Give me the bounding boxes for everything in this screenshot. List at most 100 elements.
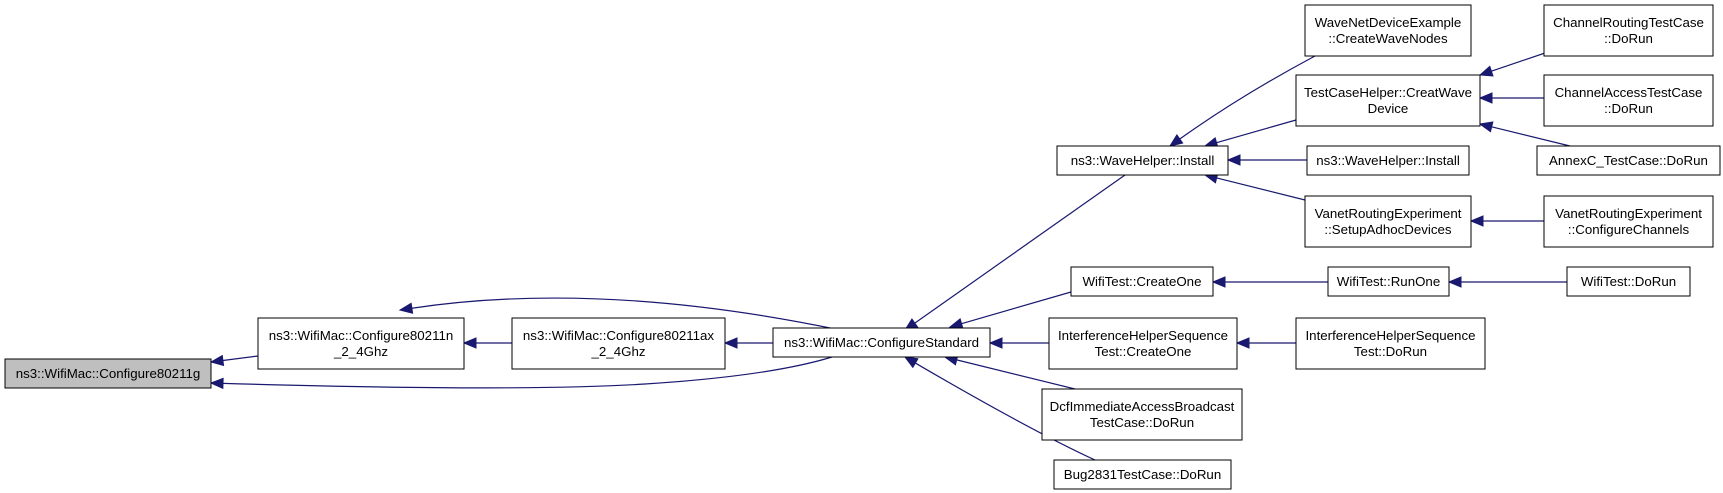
edge-line: [956, 359, 1076, 390]
node-box[interactable]: [1048, 317, 1238, 370]
node-interferenceCreateOne[interactable]: InterferenceHelperSequenceTest::CreateOn…: [1048, 317, 1238, 370]
node-label: ::SetupAdhocDevices: [1324, 222, 1451, 237]
node-label: TestCase::DoRun: [1090, 415, 1194, 430]
arrowhead-icon: [462, 337, 477, 349]
node-box[interactable]: [1566, 266, 1691, 297]
arrowhead-icon: [1478, 65, 1494, 77]
arrowhead-icon: [1478, 121, 1494, 133]
node-label: InterferenceHelperSequence: [1058, 328, 1228, 343]
arrowhead-icon: [988, 337, 1003, 349]
node-box[interactable]: [4, 358, 212, 389]
node-label: _2_4Ghz: [591, 344, 646, 359]
node-configure80211g[interactable]: ns3::WifiMac::Configure80211g: [4, 358, 212, 389]
node-bug2831[interactable]: Bug2831TestCase::DoRun: [1053, 459, 1232, 490]
node-box[interactable]: [1543, 4, 1714, 57]
edge-line: [914, 174, 1126, 324]
node-box[interactable]: [1543, 195, 1714, 248]
node-box[interactable]: [1327, 266, 1450, 297]
arrowhead-icon: [1235, 337, 1250, 349]
edge-channelAccess-to-testCaseHelper: [1478, 92, 1544, 104]
node-configure80211n[interactable]: ns3::WifiMac::Configure80211n_2_4Ghz: [257, 317, 465, 370]
arrowhead-icon: [1168, 134, 1184, 147]
node-label: VanetRoutingExperiment: [1315, 206, 1462, 221]
edge-annexC-to-testCaseHelper: [1478, 121, 1571, 147]
node-box[interactable]: [511, 317, 726, 370]
node-label: WifiTest::DoRun: [1581, 274, 1676, 289]
node-box[interactable]: [1306, 145, 1470, 176]
edge-configureStandard-to-configure80211ax: [723, 337, 773, 349]
node-channelAccess[interactable]: ChannelAccessTestCase::DoRun: [1543, 74, 1714, 127]
node-box[interactable]: [772, 327, 991, 358]
edge-waveInstall2-to-waveInstall1: [1226, 154, 1307, 166]
arrowhead-icon: [1478, 92, 1493, 104]
node-label: ns3::WaveHelper::Install: [1071, 153, 1215, 168]
edge-line: [1216, 177, 1306, 201]
node-dcfImmediate[interactable]: DcfImmediateAccessBroadcastTestCase::DoR…: [1041, 388, 1243, 441]
edge-interferenceDoRun-to-interferenceCreateOne: [1235, 337, 1296, 349]
node-label: Device: [1368, 101, 1409, 116]
node-box[interactable]: [1070, 266, 1214, 297]
node-wifiTestRunOne[interactable]: WifiTest::RunOne: [1327, 266, 1450, 297]
edge-channelRouting-to-testCaseHelper: [1478, 51, 1549, 77]
node-label: ChannelAccessTestCase: [1555, 85, 1703, 100]
node-label: ::DoRun: [1604, 101, 1653, 116]
node-label: ns3::WifiMac::ConfigureStandard: [784, 335, 979, 350]
edge-line: [222, 355, 259, 362]
node-label: ns3::WaveHelper::Install: [1316, 153, 1460, 168]
arrowhead-icon: [398, 302, 414, 314]
edge-configureStandard-to-configure80211n: [398, 297, 841, 331]
node-label: Test::CreateOne: [1095, 344, 1192, 359]
node-vanetConfigure[interactable]: VanetRoutingExperiment::ConfigureChannel…: [1543, 195, 1714, 248]
node-box[interactable]: [1543, 74, 1714, 127]
edge-wifiTestDoRun-to-wifiTestRunOne: [1447, 276, 1567, 288]
node-box[interactable]: [1295, 317, 1486, 370]
node-annexC[interactable]: AnnexC_TestCase::DoRun: [1536, 145, 1721, 176]
node-vanetSetup[interactable]: VanetRoutingExperiment::SetupAdhocDevice…: [1304, 195, 1472, 248]
arrowhead-icon: [1469, 215, 1484, 227]
edge-line: [1216, 119, 1297, 144]
node-label: WifiTest::RunOne: [1337, 274, 1440, 289]
edge-testCaseHelper-to-waveInstall1: [1203, 119, 1297, 149]
node-label: _2_4Ghz: [333, 344, 388, 359]
node-box[interactable]: [1304, 195, 1472, 248]
node-waveInstall1[interactable]: ns3::WaveHelper::Install: [1056, 145, 1229, 176]
node-configure80211ax[interactable]: ns3::WifiMac::Configure80211ax_2_4Ghz: [511, 317, 726, 370]
node-box[interactable]: [1536, 145, 1721, 176]
node-wifiTestDoRun[interactable]: WifiTest::DoRun: [1566, 266, 1691, 297]
node-label: WaveNetDeviceExample: [1315, 15, 1462, 30]
node-box[interactable]: [1295, 74, 1481, 127]
node-box[interactable]: [1041, 388, 1243, 441]
node-box[interactable]: [1053, 459, 1232, 490]
edge-waveInstall1-to-configureStandard: [903, 174, 1126, 331]
node-configureStandard[interactable]: ns3::WifiMac::ConfigureStandard: [772, 327, 991, 358]
edges-layer: [209, 51, 1571, 461]
node-label: ::CreateWaveNodes: [1328, 31, 1448, 46]
node-label: TestCaseHelper::CreatWave: [1304, 85, 1472, 100]
node-box[interactable]: [1056, 145, 1229, 176]
node-label: ::DoRun: [1604, 31, 1653, 46]
edge-line: [1491, 126, 1571, 147]
node-box[interactable]: [257, 317, 465, 370]
edge-configureStandard-to-configure80211g: [209, 356, 833, 390]
arrowhead-icon: [1211, 276, 1226, 288]
arrowhead-icon: [209, 354, 225, 367]
node-label: VanetRoutingExperiment: [1555, 206, 1702, 221]
node-channelRouting[interactable]: ChannelRoutingTestCase::DoRun: [1543, 4, 1714, 57]
node-label: Bug2831TestCase::DoRun: [1064, 467, 1221, 482]
edge-interferenceCreateOne-to-configureStandard: [988, 337, 1049, 349]
node-label: ns3::WifiMac::Configure80211n: [269, 328, 454, 343]
arrowhead-icon: [1226, 154, 1241, 166]
edge-line: [222, 356, 833, 389]
node-label: ns3::WifiMac::Configure80211g: [16, 366, 201, 381]
edge-configure80211ax-to-configure80211n: [462, 337, 512, 349]
node-waveNetDevice[interactable]: WaveNetDeviceExample::CreateWaveNodes: [1304, 4, 1472, 57]
node-box[interactable]: [1304, 4, 1472, 57]
node-waveInstall2[interactable]: ns3::WaveHelper::Install: [1306, 145, 1470, 176]
edge-wifiTestRunOne-to-wifiTestCreateOne: [1211, 276, 1328, 288]
edge-line: [1491, 51, 1549, 72]
node-wifiTestCreateOne[interactable]: WifiTest::CreateOne: [1070, 266, 1214, 297]
edge-vanetConfigure-to-vanetSetup: [1469, 215, 1544, 227]
